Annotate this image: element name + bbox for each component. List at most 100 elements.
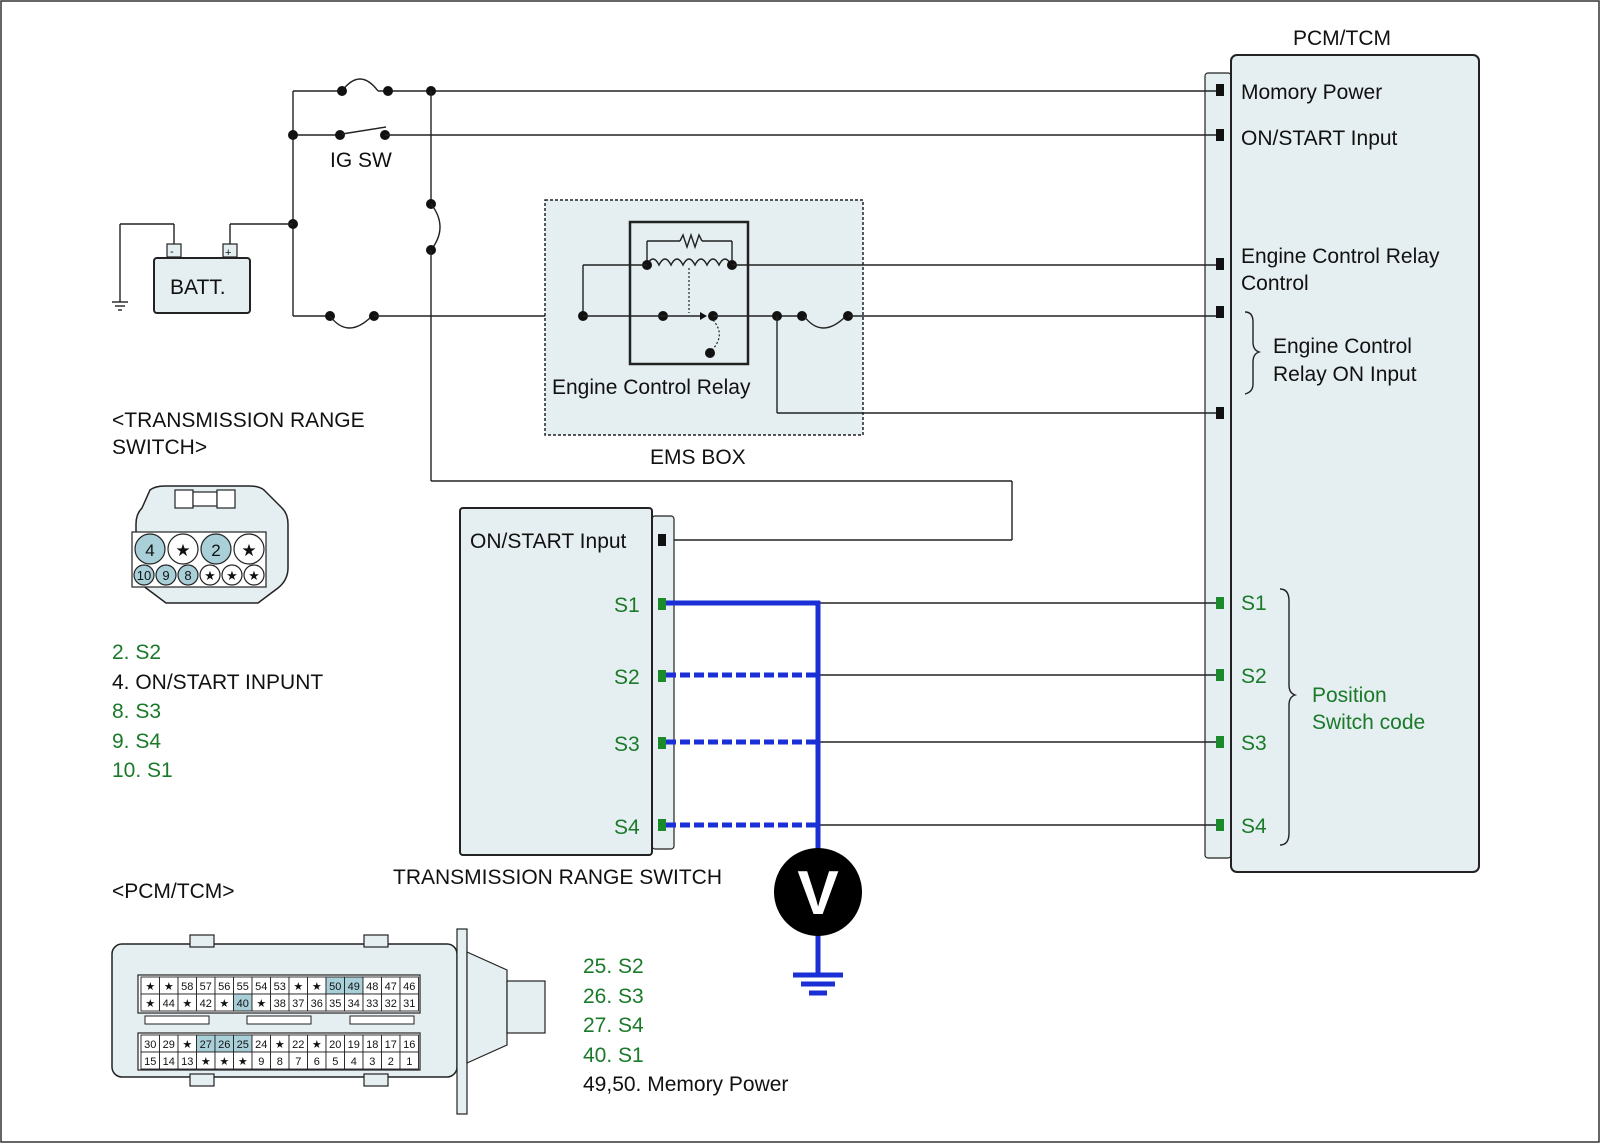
pcm-pin-label: 6	[314, 1056, 320, 1068]
trs-on-start-label: ON/START Input	[470, 530, 627, 553]
pcm-pin-label: 13	[181, 1056, 193, 1068]
trs-pin-large	[167, 533, 199, 565]
ems-box-label: EMS BOX	[650, 446, 746, 469]
pcm-pin-label: 53	[274, 981, 286, 993]
trs-pin-label: 2	[211, 541, 220, 560]
pcm-pin-label: ★	[145, 998, 155, 1010]
pcm-pin-label: 19	[348, 1039, 360, 1051]
pcm-pin-cell	[399, 993, 419, 1012]
pcm-pin-label: 20	[329, 1039, 341, 1051]
trs-pin-label: 4	[145, 541, 154, 560]
pcm-pin-label: ★	[312, 981, 322, 993]
pcm-pin-label: 57	[200, 981, 212, 993]
pcm-pin-label: 22	[292, 1039, 304, 1051]
trs-pin-item: 2. S2	[112, 641, 161, 664]
relay-label: Engine Control Relay	[552, 376, 751, 399]
pcm-pin-label: 16	[403, 1039, 415, 1051]
trs-pin-label: ★	[241, 541, 256, 560]
transmission-range-switch: ON/START Input S1 S2 S3 S4 TRANSMISSION …	[393, 507, 722, 889]
pcm-pin-label: 54	[255, 981, 267, 993]
pcm-pin-label: 44	[163, 998, 175, 1010]
pcm-pin-item: 49,50. Memory Power	[583, 1073, 788, 1096]
pcm-s1-label: S1	[1241, 592, 1267, 615]
pcm-pin-label: 4	[351, 1056, 357, 1068]
pcm-pin-label: 18	[366, 1039, 378, 1051]
trs-pin-item: 8. S3	[112, 700, 161, 723]
pcm-pin-label: 58	[181, 981, 193, 993]
trs-caption: TRANSMISSION RANGE SWITCH	[393, 866, 722, 889]
pcm-pin-label: ★	[256, 998, 266, 1010]
pcm-pin-label: 9	[258, 1056, 264, 1068]
trs-pin-large	[233, 533, 265, 565]
battery	[153, 257, 251, 314]
pcm-tcm-module: PCM/TCM Momory Power ON/START Input Engi…	[1204, 27, 1480, 873]
trs-pin-label: ★	[204, 568, 216, 583]
pcm-pin-label: 50	[329, 981, 341, 993]
pcm-pin-label: 36	[311, 998, 323, 1010]
pcm-pin-label: 32	[385, 998, 397, 1010]
pcm-pin-label: 48	[366, 981, 378, 993]
fuse-icon	[430, 203, 441, 251]
pcm-pin-label: 55	[237, 981, 249, 993]
pcm-pin-label: 38	[274, 998, 286, 1010]
pcm-pin-label: 8	[277, 1056, 283, 1068]
pcm-pin-label: 25	[237, 1039, 249, 1051]
pcm-pin-label: 31	[403, 998, 415, 1010]
pcm-pin-cell	[399, 1051, 419, 1070]
trs-pin-label: 8	[184, 568, 191, 583]
battery-label: BATT.	[170, 276, 226, 299]
pcm-pin-label: 17	[385, 1039, 397, 1051]
pcm-pin-label: 30	[144, 1039, 156, 1051]
pcm-pin-label: 7	[295, 1056, 301, 1068]
pcm-pin-label: 2	[388, 1056, 394, 1068]
pcm-pin-label: 24	[255, 1039, 267, 1051]
ig-switch-icon	[341, 126, 387, 135]
pcm-pin-label: 56	[218, 981, 230, 993]
pcm-pin-item: 40. S1	[583, 1044, 644, 1067]
trs-pin-small	[177, 564, 199, 586]
pcm-position-label-2: Switch code	[1312, 711, 1425, 734]
pcm-pin-label: 3	[369, 1056, 375, 1068]
pcm-memory-power-label: Momory Power	[1241, 81, 1382, 104]
pcm-ecr-on-label-2: Relay ON Input	[1273, 363, 1417, 386]
ems-box: Engine Control Relay EMS BOX	[544, 199, 1216, 469]
trs-pin-label: ★	[226, 568, 238, 583]
trs-connector-title-2: SWITCH>	[112, 436, 207, 459]
resistor-icon	[679, 232, 703, 250]
pcm-pin-label: 42	[200, 998, 212, 1010]
pcm-pin-label: ★	[145, 981, 155, 993]
pcm-pin-label: 29	[163, 1039, 175, 1051]
voltmeter-icon: V	[774, 848, 862, 936]
trs-pin-item: 4. ON/START INPUNT	[112, 671, 323, 694]
trs-pin-large	[200, 533, 232, 565]
trs-pin-small	[243, 564, 265, 586]
pcm-pin-label: ★	[182, 998, 192, 1010]
coil-icon	[646, 258, 732, 267]
trs-connector-title-1: <TRANSMISSION RANGE	[112, 409, 365, 432]
trs-pin-small	[155, 564, 177, 586]
pcm-position-label-1: Position	[1312, 684, 1387, 707]
pcm-pin-label: 1	[406, 1056, 412, 1068]
pcm-pin-label: 40	[237, 998, 249, 1010]
trs-s3-label: S3	[614, 733, 640, 756]
pcm-s2-label: S2	[1241, 665, 1267, 688]
trs-s2-label: S2	[614, 666, 640, 689]
pcm-ecr-control-label-1: Engine Control Relay	[1241, 245, 1440, 268]
pcm-s3-label: S3	[1241, 732, 1267, 755]
pcm-pin-label: ★	[275, 1039, 285, 1051]
trs-pin-small	[221, 564, 243, 586]
pcm-ecr-control-label-2: Control	[1241, 272, 1309, 295]
trs-pin-label: 10	[137, 568, 151, 583]
svg-text:+: +	[225, 247, 231, 259]
trs-pin-large	[134, 533, 166, 565]
fuse-icon	[803, 315, 847, 329]
svg-text:-: -	[170, 246, 174, 258]
pcm-pin-item: 26. S3	[583, 985, 644, 1008]
ig-sw-label: IG SW	[330, 149, 392, 172]
pcm-pin-label: 46	[403, 981, 415, 993]
pcm-pin-label: 26	[218, 1039, 230, 1051]
